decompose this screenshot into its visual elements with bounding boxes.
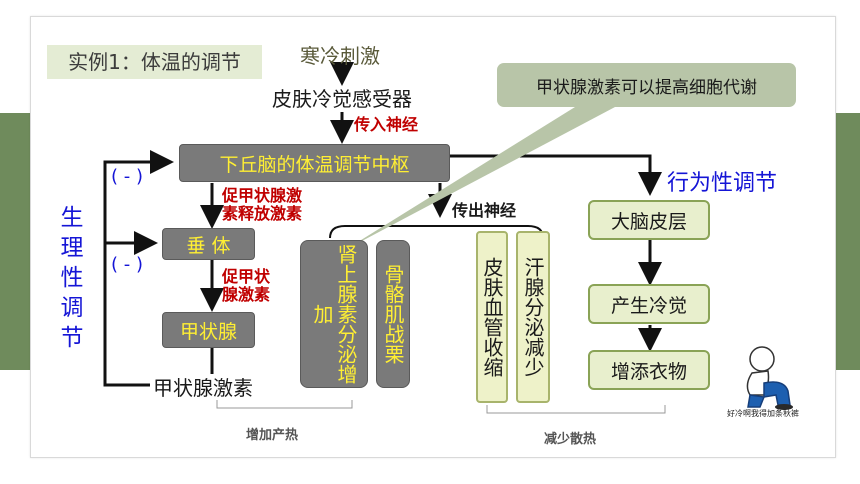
feedback-loop [103,150,174,387]
physio-char-3: 性 [60,265,84,291]
callout-box: 甲状腺激素可以提高细胞代谢 [497,63,796,107]
physio-char-5: 节 [60,325,84,351]
physio-char-1: 生 [60,205,84,231]
skin-vessel-label: 皮肤血管收缩 [480,257,504,377]
trh-label: 促甲状腺激 素释放激素 [222,187,302,223]
brace-decrease-heat [486,405,666,414]
cold-sensation-box: 产生冷觉 [588,284,710,324]
physio-char-4: 调 [60,295,84,321]
pituitary-label: 垂 体 [186,234,231,257]
add-clothes-label: 增添衣物 [610,360,687,383]
stimulus-text: 寒冷刺激 [300,44,380,68]
efferent-nerve-label: 传出神经 [452,201,517,220]
add-clothes-box: 增添衣物 [588,350,710,390]
thyroid-box: 甲状腺 [162,312,255,348]
cold-person-illustration [746,346,793,410]
callout-pointer [345,107,615,250]
muscle-box: 骨骼肌战栗 [376,240,410,388]
cold-sensation-label: 产生冷觉 [610,294,687,317]
negative-feedback-1: ( - ) [111,166,143,187]
increase-heat-label: 增加产热 [246,428,299,443]
behavioral-regulation-label: 行为性调节 [667,171,778,196]
physio-char-2: 理 [60,235,84,261]
decrease-heat-loss-label: 减少散热 [544,432,597,447]
cartoon-caption: 好冷啊我得加条秋裤 [727,409,799,418]
hypothalamus-box: 下丘脑的体温调节中枢 [179,144,450,182]
trh-line-1: 促甲状腺激 [222,186,303,205]
trh-line-2: 素释放激素 [222,204,303,223]
receptor-text: 皮肤冷觉感受器 [272,87,412,111]
afferent-nerve-label: 传入神经 [354,115,419,134]
tsh-label: 促甲状 腺激素 [222,268,270,304]
tsh-line-1: 促甲状 [222,267,271,286]
adrenal-label: 肾上腺素分泌增加 [310,244,358,384]
pituitary-box: 垂 体 [162,228,255,260]
negative-feedback-2: ( - ) [111,254,143,275]
brace-increase-heat [216,400,353,409]
cortex-box: 大脑皮层 [588,200,710,240]
sweat-label: 汗腺分泌减少 [521,257,545,377]
hypothalamus-label: 下丘脑的体温调节中枢 [219,153,410,176]
efferent-brace [329,225,544,239]
callout-text: 甲状腺激素可以提高细胞代谢 [536,77,757,98]
thyroxine-text: 甲状腺激素 [153,376,253,400]
sweat-box: 汗腺分泌减少 [516,231,550,403]
skin-vessel-box: 皮肤血管收缩 [476,231,508,403]
tsh-line-2: 腺激素 [222,285,271,304]
physiological-regulation-label: 生 理 性 调 节 [57,203,87,353]
cortex-label: 大脑皮层 [610,210,687,233]
slide-title: 实例1：体温的调节 [47,45,262,79]
adrenal-box: 肾上腺素分泌增加 [300,240,368,388]
thyroid-label: 甲状腺 [179,320,237,343]
muscle-label: 骨骼肌战栗 [381,264,405,364]
